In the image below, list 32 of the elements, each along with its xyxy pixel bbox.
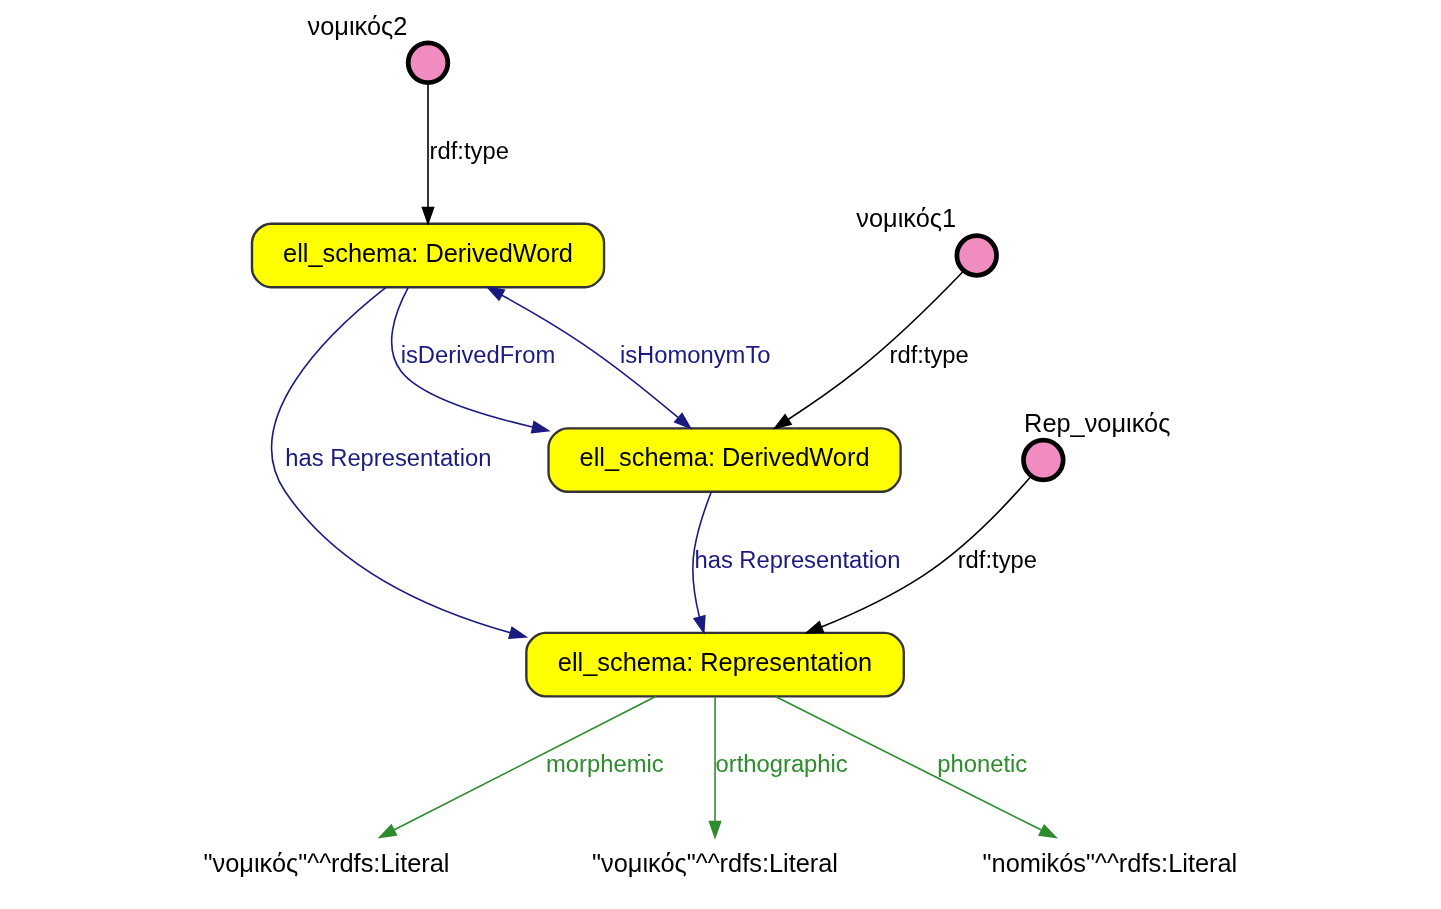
node-circle <box>954 233 999 278</box>
node-label: νομικός2 <box>307 11 407 40</box>
edge-label: morphemic <box>545 750 664 778</box>
edge-label: rdf:type <box>957 545 1037 573</box>
edge-label: rdf:type <box>429 136 509 164</box>
node-text: "νομικός"^^rdfs:Literal <box>203 849 449 878</box>
arrow <box>803 475 1032 634</box>
arrow <box>485 286 692 430</box>
edge-label: has Representation <box>284 443 491 471</box>
edge-label: orthographic <box>715 750 848 778</box>
edge-label: has Representation <box>693 545 901 573</box>
node-circle <box>405 40 450 85</box>
arrow <box>390 286 551 434</box>
node-circle <box>1020 437 1066 483</box>
arrow <box>377 695 656 839</box>
node-box: ell_schema: DerivedWord <box>546 427 902 493</box>
edge-label: rdf:type <box>889 341 969 369</box>
arrow <box>772 270 964 430</box>
arrow <box>774 695 1058 839</box>
arrow <box>707 695 722 840</box>
edge-label: isHomonymTo <box>619 341 771 369</box>
node-box: ell_schema: DerivedWord <box>250 222 605 289</box>
arrow <box>270 286 528 640</box>
arrow <box>691 491 712 635</box>
node-label: νομικός1 <box>855 204 956 233</box>
node-text: "νομικός"^^rdfs:Literal <box>591 849 838 878</box>
node-text: "nomikós"^^rdfs:Literal <box>982 849 1237 878</box>
edge-label: isDerivedFrom <box>400 341 555 369</box>
edge-label: phonetic <box>936 750 1027 778</box>
node-box: ell_schema: Representation <box>524 631 905 698</box>
node-label: Rep_νομικός <box>1023 408 1170 437</box>
arrow <box>420 82 435 226</box>
